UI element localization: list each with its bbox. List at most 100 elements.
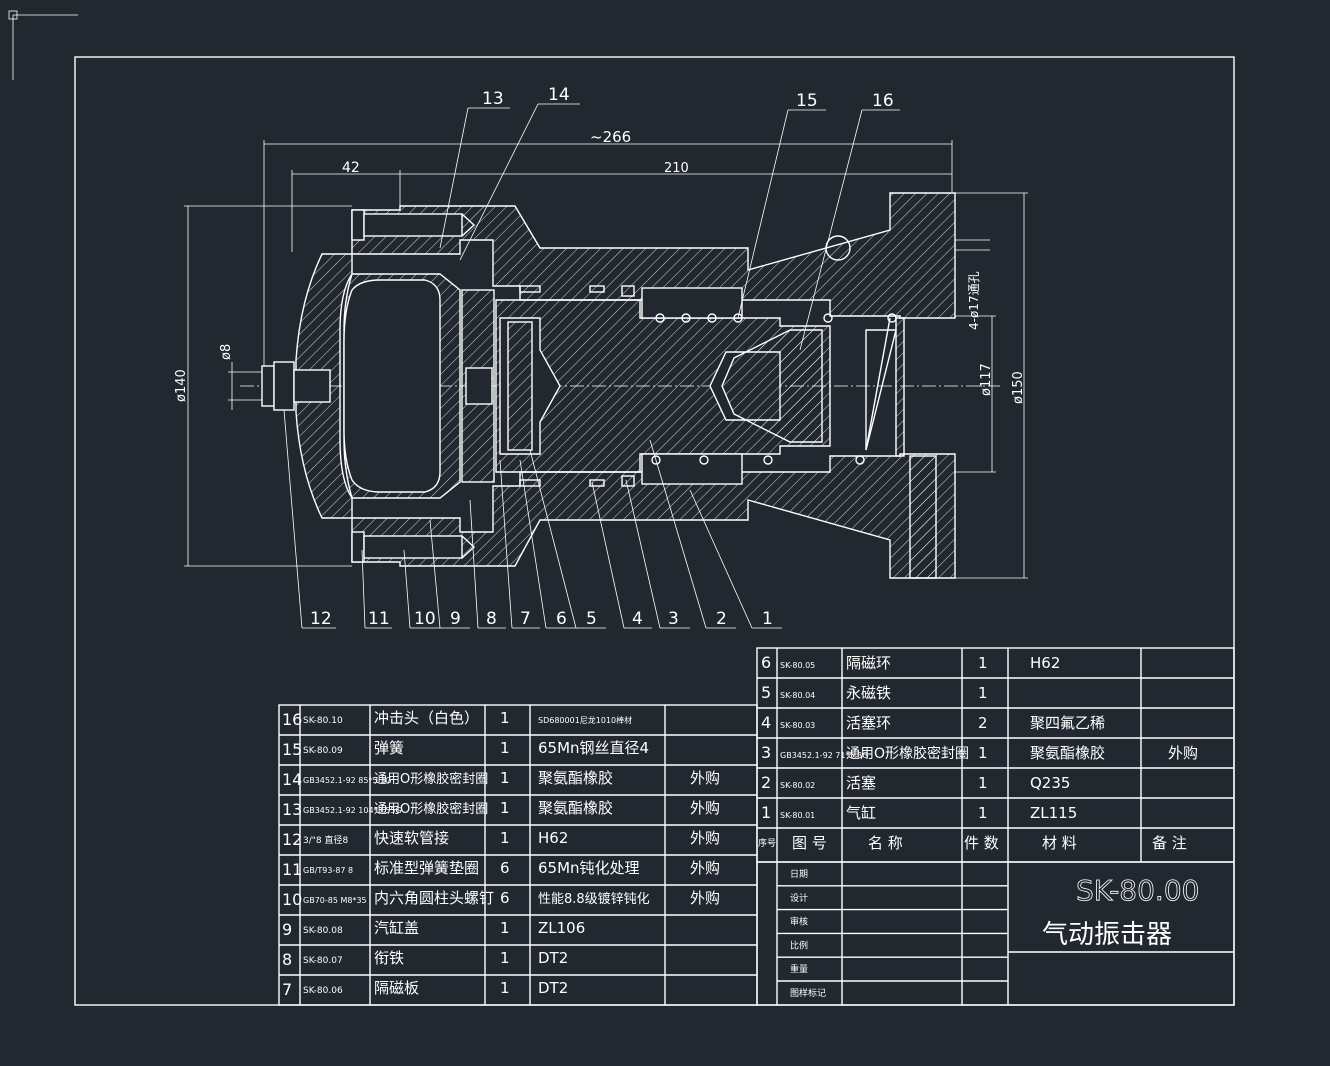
bom-left-code: SK-80.07 [303,956,343,966]
bom-left-no: 8 [282,950,292,969]
bom-right-material: 聚四氟乙稀 [1030,714,1105,732]
bom-left-material: SD680001尼龙1010棒材 [538,715,632,725]
bom-left-no: 10 [282,890,302,909]
bom-left-code: GB3452.1-92 104*3.55G [303,806,402,815]
bom-left-no: 16 [282,710,302,729]
bom-left-note: 外购 [690,859,720,877]
bom-left-name: 衔铁 [374,949,404,967]
bom-left-no: 9 [282,920,292,939]
bom-left-name: 快速软管接 [374,829,449,847]
bom-right-name: 永磁铁 [846,684,891,702]
bom-left-qty: 1 [500,709,510,727]
bom-left-note: 外购 [690,769,720,787]
dim-140: ø140 [174,369,189,402]
bom-right-name: 活塞环 [846,714,891,732]
bom-left-note: 外购 [690,889,720,907]
bom-header-no: 序号 [758,837,776,849]
bom-right-code: SK-80.05 [780,661,815,670]
bom-right-name: 气缸 [846,804,876,822]
dim-8: ø8 [219,344,234,360]
bom-left-qty: 1 [500,799,510,817]
bom-right-no: 3 [761,743,771,762]
bom-header-name: 名 称 [868,834,903,852]
bom-right-material: H62 [1030,654,1060,672]
dim-overall: ~266 [590,128,631,146]
cap-screws [351,209,476,563]
bom-header-code: 图 号 [792,834,827,852]
balloon-16: 16 [872,91,894,111]
balloon-5: 5 [586,609,597,629]
bom-header-qty: 件 数 [964,834,999,852]
hose-fitting [261,361,331,411]
bom-right-qty: 1 [978,654,988,672]
balloon-numbers: 13 14 15 16 12 11 10 9 8 7 6 5 4 3 2 1 [310,85,894,629]
balloon-7: 7 [520,609,531,629]
bom-right-code: SK-80.04 [780,691,815,700]
dim-holes: 4-ø17通孔 [967,271,981,330]
bom-left-material: ZL106 [538,919,585,937]
title-block-label: 审核 [790,916,808,928]
bom-right-no: 2 [761,773,771,792]
bom-left-name: 通用O形橡胶密封圈 [374,801,488,817]
balloon-12: 12 [310,609,332,629]
ucs-icon [8,10,78,80]
bom-left-no: 7 [282,980,292,999]
bom-left-no: 13 [282,800,302,819]
bom-left-name: 标准型弹簧垫圈 [374,859,479,877]
bom-right-name: 通用O形橡胶密封圈 [846,745,969,762]
bom-header-note: 备 注 [1152,834,1187,852]
bom-left-no: 15 [282,740,302,759]
bom-left-no: 11 [282,860,302,879]
bom-left-material: 聚氨酯橡胶 [538,769,613,787]
bom-left-name: 汽缸盖 [374,919,419,937]
bom-left-code: GB/T93-87 8 [303,866,353,875]
bom-left-qty: 1 [500,829,510,847]
leader-lines [283,103,900,629]
bom-left-name: 内六角圆柱头螺钉 [374,889,494,907]
bom-left-no: 14 [282,770,302,789]
bom-left-qty: 6 [500,859,510,877]
balloon-14: 14 [548,85,570,105]
balloon-4: 4 [632,609,643,629]
bom-right-no: 4 [761,713,771,732]
bom-right-material: Q235 [1030,774,1070,792]
title-block-label: 设计 [790,892,808,904]
title-block-label: 比例 [790,939,808,951]
bom-left-qty: 1 [500,949,510,967]
balloon-2: 2 [716,609,727,629]
drawing-code: SK-80.00 [1076,874,1199,907]
bom-header-material: 材 料 [1042,834,1077,852]
bom-left-qty: 1 [500,919,510,937]
bom-left-qty: 1 [500,979,510,997]
bom-right-qty: 1 [978,804,988,822]
balloon-15: 15 [796,91,818,111]
dim-210: 210 [664,161,689,176]
spring-coils [651,313,897,465]
bom-left-material: 性能8.8级镀锌钝化 [538,891,650,907]
bom-left-code: SK-80.08 [303,926,343,936]
bom-left-material: 65Mn钝化处理 [538,859,640,877]
dim-42: 42 [342,160,360,176]
bom-right-no: 1 [761,803,771,822]
title-block-label: 日期 [790,869,808,880]
bom-right-code: SK-80.03 [780,721,815,730]
bom-left-qty: 1 [500,769,510,787]
bom-left-material: 65Mn钢丝直径4 [538,739,649,757]
bom-left-code: GB70-85 M8*35 [303,896,367,905]
title-block-label: 图样标记 [790,987,826,999]
bom-left-note: 外购 [690,829,720,847]
dim-150: ø150 [1011,371,1026,404]
dimension-texts: ~266 210 42 ø140 ø8 ø117 ø150 4-ø17通孔 [174,128,1026,404]
bom-right-code: GB3452.1-92 71*5.3G [780,751,868,760]
bom-left-code: SK-80.06 [303,986,343,996]
balloon-9: 9 [450,609,461,629]
balloon-3: 3 [668,609,679,629]
bom-left-material: DT2 [538,949,568,967]
dim-117: ø117 [979,363,994,396]
bom-right-no: 6 [761,653,771,672]
bom-left-code: SK-80.09 [303,746,343,756]
bom-right-code: SK-80.02 [780,781,815,790]
